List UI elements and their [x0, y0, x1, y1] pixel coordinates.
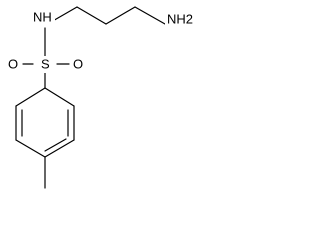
oxygen-atom-label-left: O	[8, 56, 18, 71]
ring-bond-upper-left-top	[15, 87, 46, 107]
nh-label-mask	[31, 9, 55, 26]
atom-label-layer: NH NH2 S O O	[5, 9, 203, 73]
oxygen-atom-label-right: O	[73, 56, 83, 71]
sulfur-atom-label: S	[41, 56, 50, 71]
bond-c2-c3	[105, 6, 136, 25]
ring-bond-lower-right-bottom	[44, 139, 75, 158]
bond-layer	[15, 6, 166, 189]
ring-double-bond-bottom	[44, 138, 67, 152]
s-label-mask	[37, 56, 53, 73]
bond-c3-nh2	[134, 6, 166, 25]
nh-atom-label: NH	[33, 9, 52, 24]
chemical-structure-diagram: NH NH2 S O O	[5, 6, 203, 189]
nh2-label-mask	[165, 10, 203, 28]
o-right-label-mask	[70, 56, 86, 73]
bond-nh-c1	[50, 6, 78, 23]
nh2-atom-label: NH2	[167, 11, 193, 26]
ring-bond-bottom-lower-left	[15, 139, 46, 158]
ring-bond-top-upper-right	[44, 87, 75, 107]
bond-c1-c2	[76, 6, 107, 25]
o-left-label-mask	[5, 56, 21, 73]
